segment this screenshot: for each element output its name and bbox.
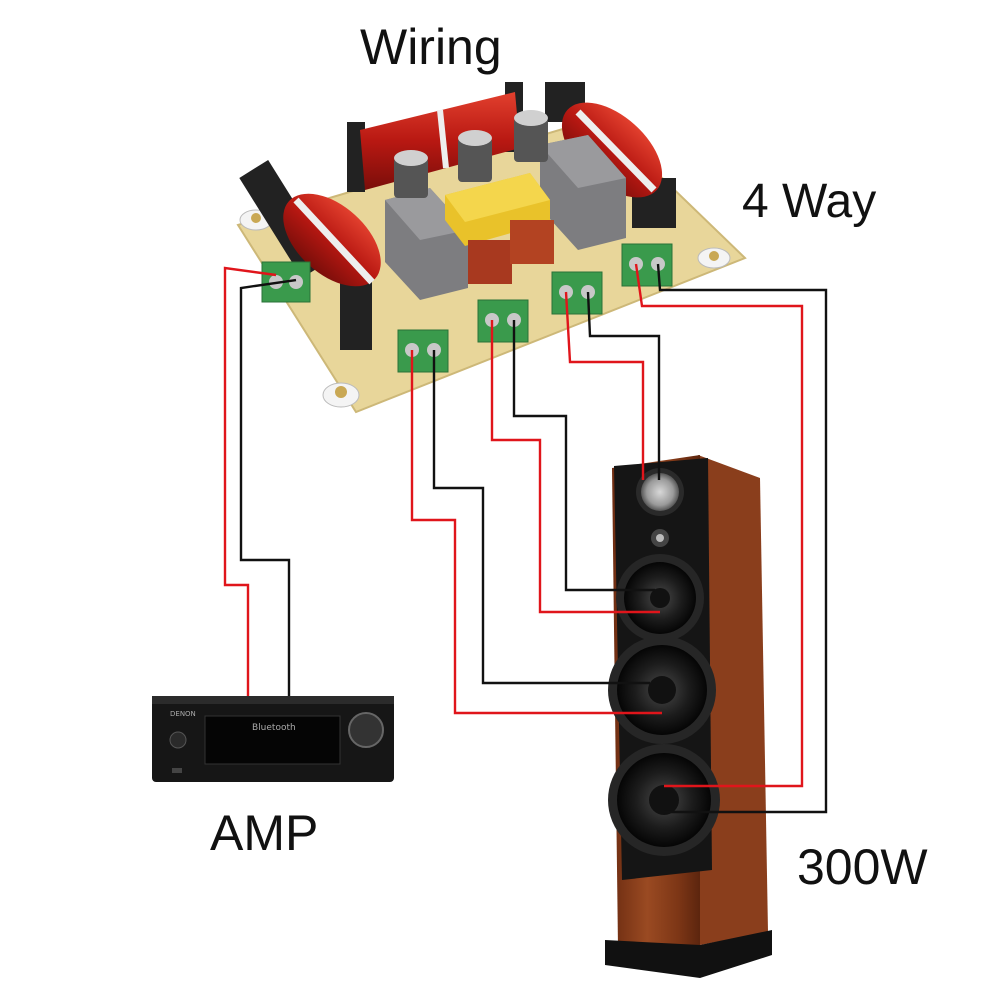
wire-woofer-positive [634,263,804,788]
capacitor-film-small [468,220,554,284]
wire-input-positive [223,266,277,696]
wire-woofer-negative [656,263,828,814]
wire-midrange-positive [490,320,660,614]
terminal-mid [551,271,603,315]
wire-midbass-negative [432,350,650,685]
terminal-midbass [477,299,529,343]
power-label: 300W [797,839,928,895]
midrange-driver [616,554,704,642]
speaker-base [605,930,772,978]
crossover-board [236,82,747,414]
floor-speaker [605,455,772,978]
wire-midrange-negative [512,320,655,592]
electrolytic-capacitor [394,110,548,198]
speaker-cabinet-side [698,455,768,945]
terminal-tweeter [621,243,673,287]
capacitor-block [540,135,626,250]
inductor [545,82,676,228]
wire-midbass-positive [410,350,662,715]
wire-tweeter-negative [586,291,661,480]
midbass-driver [608,636,716,744]
wires [223,263,828,814]
amplifier-display-text: Bluetooth [252,723,296,733]
amp-label: AMP [210,805,319,861]
tweeter [636,468,684,547]
terminal-woofer [397,329,449,373]
woofer-driver [608,744,720,856]
amplifier: DENON Bluetooth [152,696,394,782]
amplifier-brand: DENON [170,710,196,718]
way-count-label: 4 Way [742,175,877,228]
wire-input-negative [239,278,297,696]
wire-tweeter-positive [564,291,645,480]
diagram-title: Wiring [360,19,502,75]
volume-knob [348,712,384,748]
